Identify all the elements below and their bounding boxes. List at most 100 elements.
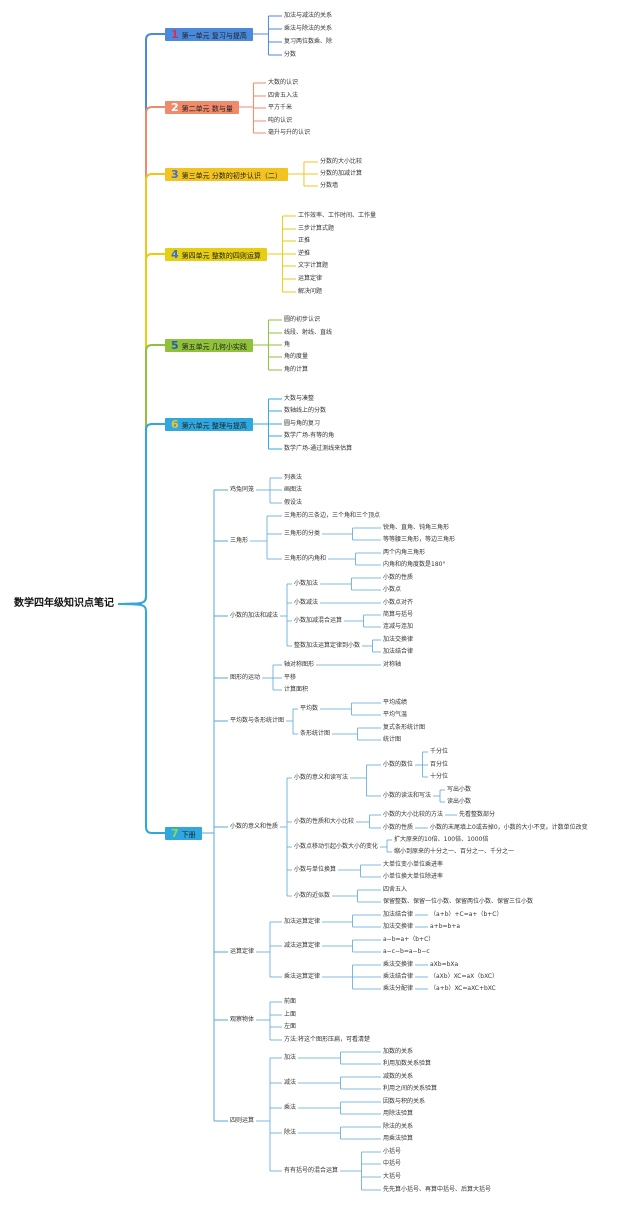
topic-node[interactable]: 平移 <box>284 674 297 681</box>
topic-node[interactable]: 保留整数、保留一位小数、保留两位小数、保留三位小数 <box>383 898 534 905</box>
topic-node[interactable]: 先先算小括号、再算中括号、后算大括号 <box>383 1186 492 1193</box>
unit-1-item[interactable]: 加法与减法的关系 <box>284 12 333 19</box>
unit-4-item[interactable]: 运算定律 <box>298 275 323 282</box>
unit-6-item[interactable]: 数学广场-有等的角 <box>284 432 335 439</box>
topic-node[interactable]: 大单位变小单位乘进率 <box>383 861 444 868</box>
topic-node[interactable]: 中括号 <box>383 1160 402 1167</box>
unit-4-item[interactable]: 三步计算式题 <box>298 225 335 232</box>
topic-node[interactable]: 小数点移动引起小数大小的变化 <box>294 843 379 850</box>
topic-node[interactable]: 乘法结合律 <box>383 973 414 980</box>
unit-4-item[interactable]: 正推 <box>298 237 311 244</box>
topic-node[interactable]: 平均成绩 <box>383 699 408 706</box>
topic-node[interactable]: a−c−b=a−b−c <box>383 948 430 955</box>
topic-node[interactable]: 平均气温 <box>383 711 408 718</box>
unit-6-item[interactable]: 数轴线上的分数 <box>284 407 327 414</box>
unit-4-item[interactable]: 工作效率、工作时间、工作量 <box>298 212 377 219</box>
topic-node[interactable]: 小数的大小比较的方法 <box>383 811 444 818</box>
lower-topic-9[interactable]: 四则运算 <box>230 1117 255 1124</box>
topic-node[interactable]: 因数与积的关系 <box>383 1098 426 1105</box>
topic-node[interactable]: 用除法验算 <box>383 1110 414 1117</box>
topic-node[interactable]: 计算面积 <box>284 686 309 693</box>
topic-node[interactable]: 利用之间的关系验算 <box>383 1085 438 1092</box>
topic-node[interactable]: 小数减法 <box>294 599 319 606</box>
topic-node[interactable]: 对称轴 <box>383 661 402 668</box>
unit-2-item[interactable]: 大数的认识 <box>268 79 299 86</box>
topic-node[interactable]: 加法结合律 <box>383 911 414 918</box>
unit-1-item[interactable]: 复习两位数乘、除 <box>284 38 333 45</box>
topic-node[interactable]: 减数的关系 <box>383 1073 414 1080</box>
root-topic[interactable]: 数学四年级知识点笔记 <box>14 598 114 609</box>
topic-node[interactable]: 小数与单位换算 <box>294 866 337 873</box>
topic-node[interactable]: 先看整数部分 <box>459 811 496 818</box>
topic-node[interactable]: 乘法交换律 <box>383 961 414 968</box>
lower-topic-6[interactable]: 小数的意义和性质 <box>230 823 279 830</box>
topic-node[interactable]: 用乘法验算 <box>383 1135 414 1142</box>
topic-node[interactable]: 大括号 <box>383 1173 402 1180</box>
topic-node[interactable]: 三角形的内角和 <box>284 555 327 562</box>
topic-node[interactable]: 十分位 <box>430 773 449 780</box>
topic-node[interactable]: 小数点对齐 <box>383 599 414 606</box>
unit-4-item[interactable]: 逆推 <box>298 250 311 257</box>
topic-node[interactable]: 小数的数位 <box>383 761 414 768</box>
unit-6-item[interactable]: 圆与角的复习 <box>284 420 321 427</box>
topic-node[interactable]: 写出小数 <box>447 786 472 793</box>
topic-node[interactable]: 三角形的分类 <box>284 530 321 537</box>
topic-node[interactable]: 减法运算定律 <box>284 942 321 949</box>
unit-2-item[interactable]: 平方千米 <box>268 104 293 111</box>
topic-node[interactable]: aXb=bXa <box>430 961 459 968</box>
topic-node[interactable]: 方法:将这个图形压扁，可看清楚 <box>284 1036 371 1043</box>
topic-node[interactable]: 小数的性质 <box>383 824 414 831</box>
unit-2-item[interactable]: 四舍五入法 <box>268 92 299 99</box>
topic-node[interactable]: 四舍五入 <box>383 886 408 893</box>
topic-node[interactable]: 百分位 <box>430 761 449 768</box>
topic-node[interactable]: 轴对称图形 <box>284 661 315 668</box>
topic-node[interactable]: 假设法 <box>284 499 303 506</box>
topic-node[interactable]: 锐角、直角、钝角三角形 <box>383 524 450 531</box>
topic-node[interactable]: 乘法运算定律 <box>284 973 321 980</box>
topic-node[interactable]: 三角形的三条边，三个角和三个顶点 <box>284 512 381 519</box>
topic-node[interactable]: 画图法 <box>284 486 303 493</box>
topic-node[interactable]: 加法 <box>284 1054 297 1061</box>
unit-5-item[interactable]: 圆的初步认识 <box>284 316 321 323</box>
topic-node[interactable]: 简算与括号 <box>383 611 414 618</box>
topic-node[interactable]: 读出小数 <box>447 798 472 805</box>
unit-6-item[interactable]: 大数与凑整 <box>284 395 315 402</box>
topic-node[interactable]: 内角和的角度数是180° <box>383 561 446 568</box>
topic-node[interactable]: 统计图 <box>383 736 402 743</box>
topic-node[interactable]: 前面 <box>284 998 297 1005</box>
topic-node[interactable]: （a+b）+C=a+（b+C） <box>430 911 503 918</box>
topic-node[interactable]: 小数点 <box>383 586 402 593</box>
topic-node[interactable]: 除法 <box>284 1129 297 1136</box>
topic-node[interactable]: a−b=a+（b+C） <box>383 936 435 943</box>
topic-node[interactable]: 等等腰三角形，等边三角形 <box>383 536 456 543</box>
topic-node[interactable]: 左面 <box>284 1023 297 1030</box>
topic-node[interactable]: 利用加数关系验算 <box>383 1060 432 1067</box>
unit-5-item[interactable]: 角的计算 <box>284 366 309 373</box>
topic-node[interactable]: 小数的读法和写法 <box>383 792 432 799</box>
topic-node[interactable]: 加法结合律 <box>383 648 414 655</box>
unit-4-item[interactable]: 解决问题 <box>298 288 323 295</box>
topic-node[interactable]: 加法交换律 <box>383 923 414 930</box>
topic-node[interactable]: 小括号 <box>383 1148 402 1155</box>
unit-6-item[interactable]: 数学广场-通过测线来估算 <box>284 445 353 452</box>
unit-1-item[interactable]: 乘法与除法的关系 <box>284 25 333 32</box>
lower-topic-3[interactable]: 小数的加法和减法 <box>230 612 279 619</box>
topic-node[interactable]: a+b=b+a <box>430 923 461 930</box>
unit-2-item[interactable]: 吨的认识 <box>268 117 293 124</box>
topic-node[interactable]: 小数的性质 <box>383 574 414 581</box>
topic-node[interactable]: 加数的关系 <box>383 1048 414 1055</box>
topic-node[interactable]: 整数加法运算定律到小数 <box>294 642 361 649</box>
lower-topic-2[interactable]: 三角形 <box>230 537 249 544</box>
lower-topic-7[interactable]: 运算定律 <box>230 948 255 955</box>
topic-node[interactable]: 小数加减混合运算 <box>294 617 343 624</box>
topic-node[interactable]: 扩大原来的10倍、100倍、1000倍 <box>394 836 489 843</box>
topic-node[interactable]: 小数的近似数 <box>294 892 331 899</box>
lower-topic-4[interactable]: 图形的运动 <box>230 674 261 681</box>
unit-3-item[interactable]: 分数的加减计算 <box>320 170 363 177</box>
topic-node[interactable]: 加法交换律 <box>383 636 414 643</box>
